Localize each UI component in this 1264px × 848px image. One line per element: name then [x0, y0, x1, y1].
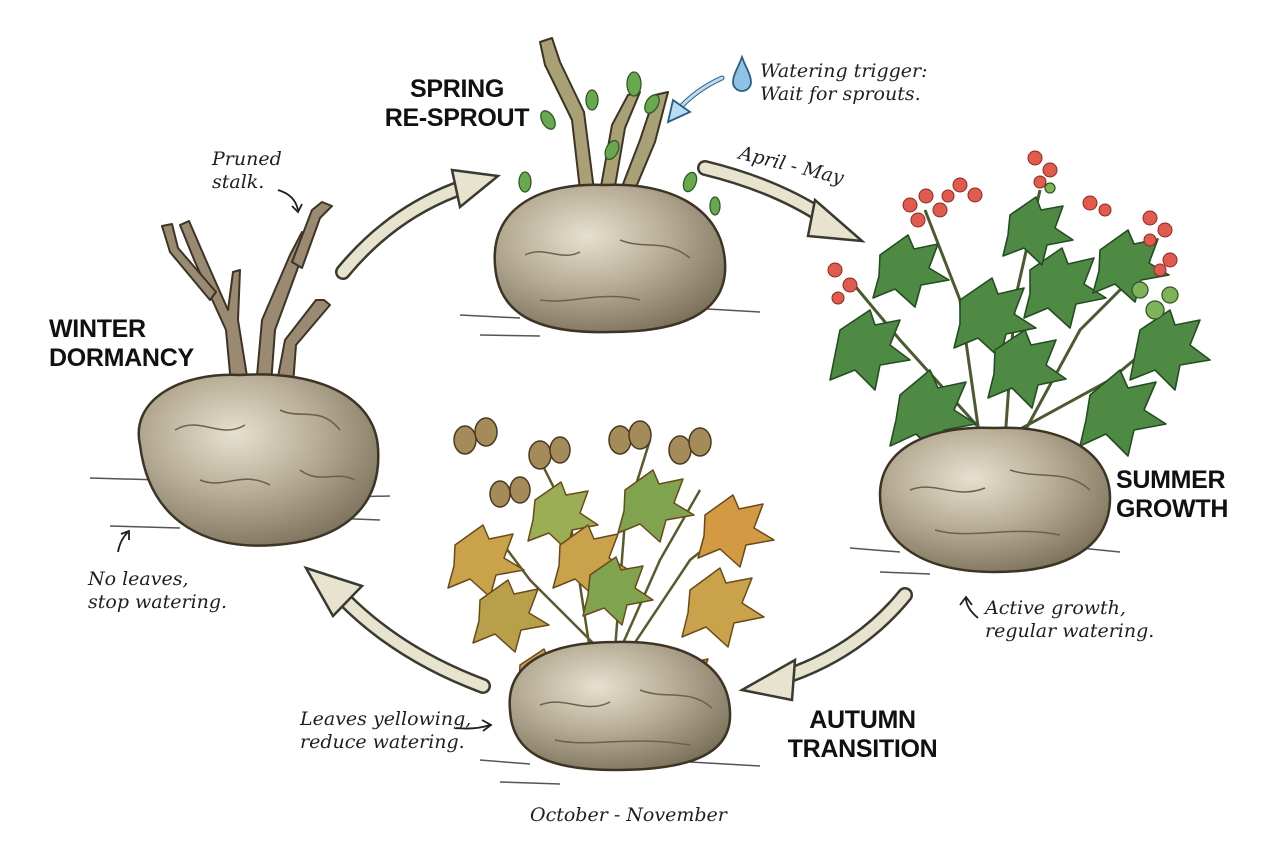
watering-trigger-icon [666, 54, 752, 124]
watering-trigger-note: Watering trigger: Wait for sprouts. [760, 60, 928, 105]
annotation-pointers [117, 189, 979, 732]
autumn-transition-illustration [447, 417, 775, 785]
cycle-arrow-autumn-to-winter [303, 565, 491, 694]
summer-growth-illustration [827, 150, 1211, 575]
winter-dormancy-illustration [89, 201, 391, 547]
autumn-care-note: Leaves yellowing, reduce watering. [300, 708, 472, 753]
winter-care-note: No leaves, stop watering. [88, 568, 228, 613]
autumn-transition-title: AUTUMN TRANSITION [787, 706, 938, 763]
spring-resprout-illustration [459, 37, 761, 337]
winter-dormancy-title: WINTER DORMANCY [49, 315, 194, 372]
summer-growth-title: SUMMER GROWTH [1116, 466, 1229, 523]
cycle-arrow-winter-to-spring [335, 168, 502, 280]
cycle-arrow-summer-to-autumn [738, 587, 913, 702]
autumn-period-label: October - November [530, 804, 727, 826]
cycle-arrow-spring-to-summer [697, 160, 866, 243]
spring-resprout-title: SPRING RE-SPROUT [384, 75, 530, 132]
pruned-stalk-note: Pruned stalk. [212, 148, 282, 193]
summer-care-note: Active growth, regular watering. [985, 597, 1155, 642]
